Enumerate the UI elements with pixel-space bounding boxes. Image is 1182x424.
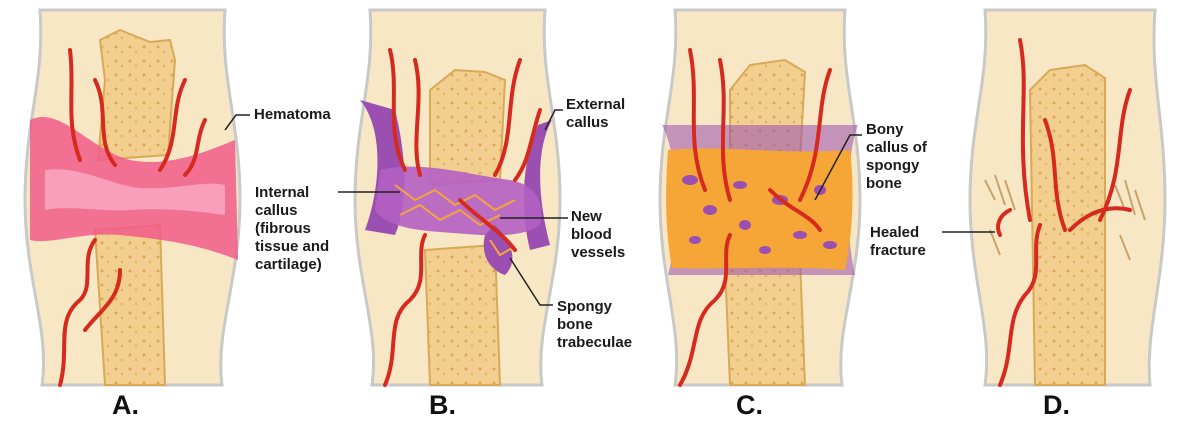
label-healed-fracture: Healed fracture <box>870 224 926 260</box>
panel-letter-c: C. <box>736 390 763 421</box>
panel-letter-a: A. <box>112 390 139 421</box>
panel-letter-b: B. <box>429 390 456 421</box>
panel-c-bony-callus <box>666 149 852 270</box>
panel-b-bone-upper <box>430 70 505 185</box>
panel-a-bone-upper <box>98 30 175 160</box>
label-spongy-bone-trabeculae: Spongy bone trabeculae <box>557 298 632 352</box>
label-new-blood-vessels: New blood vessels <box>571 208 625 262</box>
panel-b <box>355 10 560 385</box>
label-bony-callus: Bony callus of spongy bone <box>866 121 927 193</box>
label-hematoma: Hematoma <box>254 106 331 124</box>
panel-c-bone-lower <box>725 260 805 385</box>
panel-letter-d: D. <box>1043 390 1070 421</box>
panel-c <box>660 10 860 385</box>
label-internal-callus: Internal callus (fibrous tissue and cart… <box>255 184 329 274</box>
panel-a <box>25 10 240 385</box>
panel-d <box>970 10 1165 385</box>
panel-b-bone-lower <box>425 245 500 385</box>
label-external-callus: External callus <box>566 96 625 132</box>
